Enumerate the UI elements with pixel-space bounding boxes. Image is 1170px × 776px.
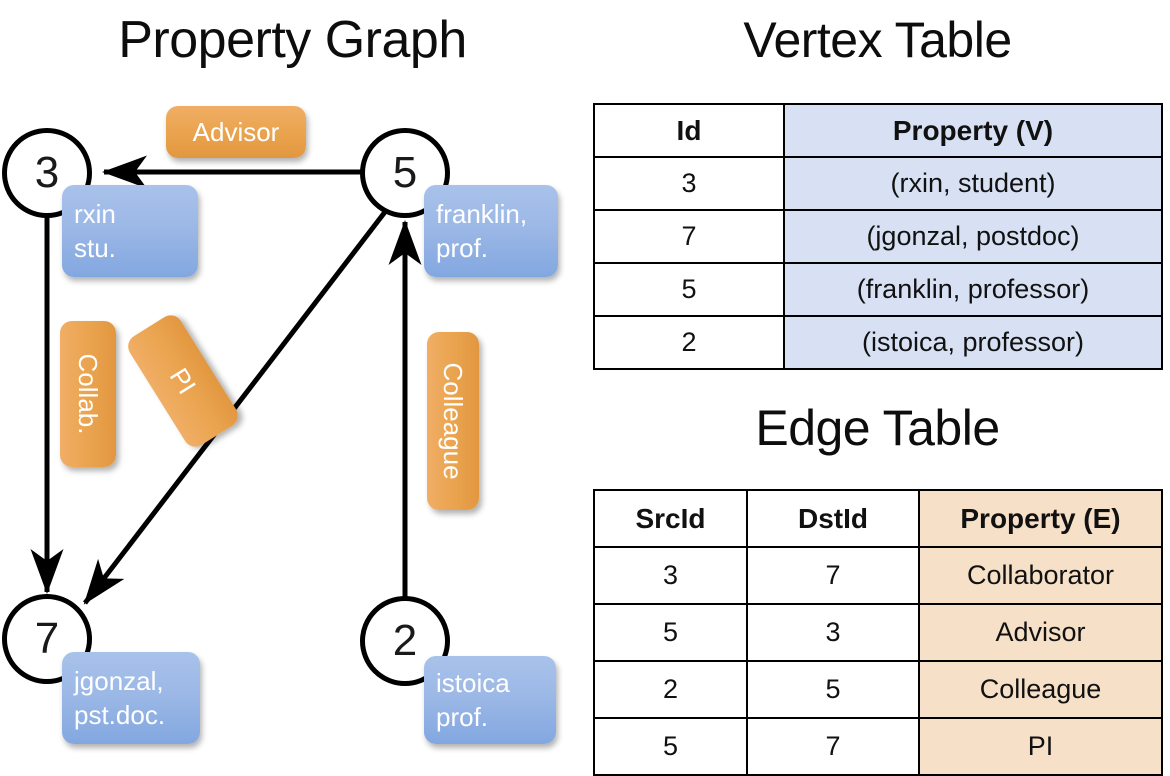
vertex-cell-id: 2 [593, 315, 785, 370]
slide-canvas: Property Graph Vertex Table Edge Table 3… [2, 11, 1163, 776]
edge-table-header-property: Property (E) [918, 489, 1163, 548]
table-row[interactable]: 3 (rxin, student) [593, 156, 1163, 211]
vertex-cell-property: (jgonzal, postdoc) [783, 209, 1163, 264]
graph-node-5-label: 5 [392, 148, 418, 197]
edge-table-header-dstid: DstId [746, 489, 920, 548]
edge-cell-dst: 5 [746, 660, 920, 719]
graph-node-5[interactable]: 5 [360, 128, 450, 218]
edge-cell-src: 5 [593, 603, 748, 662]
edge-cell-property: Colleague [918, 660, 1163, 719]
graph-node-2[interactable]: 2 [360, 596, 450, 686]
vertex-table-header-row: Id Property (V) [593, 103, 1163, 158]
node-property-text-jgonzal: jgonzal, pst.doc. [74, 666, 166, 730]
table-row[interactable]: 5 3 Advisor [593, 603, 1163, 662]
edge-cell-property: PI [918, 717, 1163, 776]
edge-cell-dst: 7 [746, 717, 920, 776]
vertex-cell-id: 7 [593, 209, 785, 264]
edge-cell-src: 2 [593, 660, 748, 719]
edge-5-to-7 [83, 206, 390, 605]
edge-cell-dst: 3 [746, 603, 920, 662]
node-property-text-istoica: istoica prof. [436, 668, 510, 732]
node-property-box-jgonzal[interactable]: jgonzal, pst.doc. [62, 652, 200, 744]
node-property-box-rxin[interactable]: rxin stu. [62, 185, 198, 277]
table-row[interactable]: 3 7 Collaborator [593, 546, 1163, 605]
edge-cell-dst: 7 [746, 546, 920, 605]
edge-label-box-advisor[interactable]: Advisor [166, 106, 306, 158]
vertex-cell-property: (rxin, student) [783, 156, 1163, 211]
graph-node-7-label: 7 [34, 614, 60, 663]
vertex-table-header-id: Id [593, 103, 785, 158]
edge-label-text-collab: Collab. [73, 353, 103, 435]
vertex-table: Id Property (V) 3 (rxin, student) 7 (jgo… [593, 103, 1163, 370]
page-title-property-graph: Property Graph [118, 11, 467, 69]
edge-cell-src: 3 [593, 546, 748, 605]
vertex-cell-property: (istoica, professor) [783, 315, 1163, 370]
graph-node-3-label: 3 [34, 148, 60, 197]
graph-edges [30, 155, 422, 605]
page-title-edge-table: Edge Table [755, 400, 1000, 456]
edge-label-text-pi: PI [163, 362, 203, 400]
table-row[interactable]: 2 5 Colleague [593, 660, 1163, 719]
vertex-cell-property: (franklin, professor) [783, 262, 1163, 317]
edge-cell-src: 5 [593, 717, 748, 776]
vertex-cell-id: 3 [593, 156, 785, 211]
edge-cell-property: Advisor [918, 603, 1163, 662]
table-row[interactable]: 7 (jgonzal, postdoc) [593, 209, 1163, 264]
table-row[interactable]: 5 (franklin, professor) [593, 262, 1163, 317]
edge-cell-property: Collaborator [918, 546, 1163, 605]
node-property-text-franklin: franklin, prof. [436, 199, 528, 263]
edge-table-header-row: SrcId DstId Property (E) [593, 489, 1163, 548]
edge-label-box-colleague[interactable]: Colleague [427, 332, 479, 510]
node-property-box-istoica[interactable]: istoica prof. [424, 656, 556, 744]
edge-table-header-srcid: SrcId [593, 489, 748, 548]
edge-label-text-colleague: Colleague [438, 362, 468, 480]
vertex-table-header-property: Property (V) [783, 103, 1163, 158]
vertex-cell-id: 5 [593, 262, 785, 317]
graph-node-2-label: 2 [392, 616, 418, 665]
node-property-box-franklin[interactable]: franklin, prof. [424, 185, 558, 277]
table-row[interactable]: 2 (istoica, professor) [593, 315, 1163, 370]
edge-label-box-collab[interactable]: Collab. [60, 321, 116, 467]
page-title-vertex-table: Vertex Table [743, 12, 1012, 68]
edge-table: SrcId DstId Property (E) 3 7 Collaborato… [593, 489, 1163, 776]
node-property-text-rxin: rxin stu. [74, 199, 116, 263]
table-row[interactable]: 5 7 PI [593, 717, 1163, 776]
edge-label-text-advisor: Advisor [192, 117, 280, 147]
